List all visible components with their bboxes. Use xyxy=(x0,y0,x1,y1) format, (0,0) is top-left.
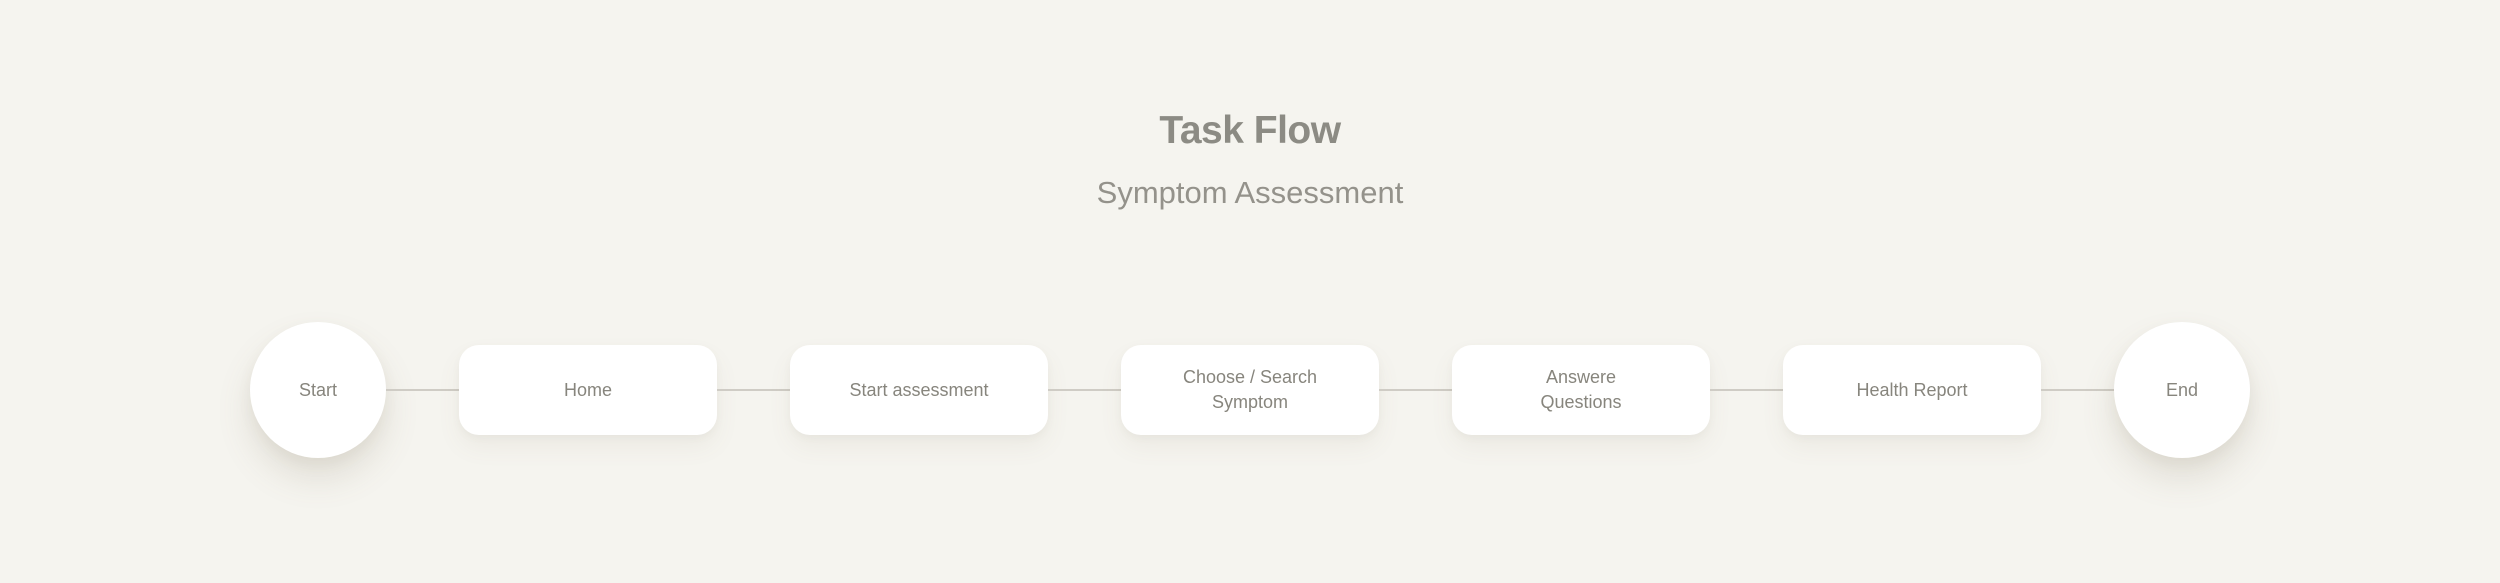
page-title: Task Flow xyxy=(1159,109,1341,152)
flow-node-answer-questions-label: Answere Questions xyxy=(1540,367,1622,412)
flow-node-start-assessment-label: Start assessment xyxy=(849,379,989,400)
flow-connector xyxy=(2041,389,2114,391)
flow-node-end-label: End xyxy=(2165,379,2199,400)
flow-connector xyxy=(386,389,459,391)
flow-node-start-label: Start xyxy=(298,379,337,400)
flow-node-start: Start xyxy=(250,322,386,458)
flow-node-health-report-label: Health Report xyxy=(1856,379,1968,400)
flow-node-answer-questions: Answere Questions xyxy=(1452,345,1710,435)
page-subtitle: Symptom Assessment xyxy=(1096,175,1404,210)
flow-node-end: End xyxy=(2114,322,2250,458)
flow-node-home-label: Home xyxy=(563,379,612,400)
flow-connector xyxy=(1710,389,1783,391)
flow-node-start-assessment: Start assessment xyxy=(790,345,1048,435)
header: Task Flow Symptom Assessment xyxy=(0,108,2500,211)
flow-connector xyxy=(717,389,790,391)
flow-connector xyxy=(1048,389,1121,391)
flow-diagram: Start Home Start assessment Choose / Sea… xyxy=(0,322,2500,458)
flow-node-choose-search-symptom: Choose / Search Symptom xyxy=(1121,345,1379,435)
flow-node-health-report: Health Report xyxy=(1783,345,2041,435)
flow-node-home: Home xyxy=(459,345,717,435)
flow-connector xyxy=(1379,389,1452,391)
flow-node-choose-search-symptom-label: Choose / Search Symptom xyxy=(1182,367,1318,412)
